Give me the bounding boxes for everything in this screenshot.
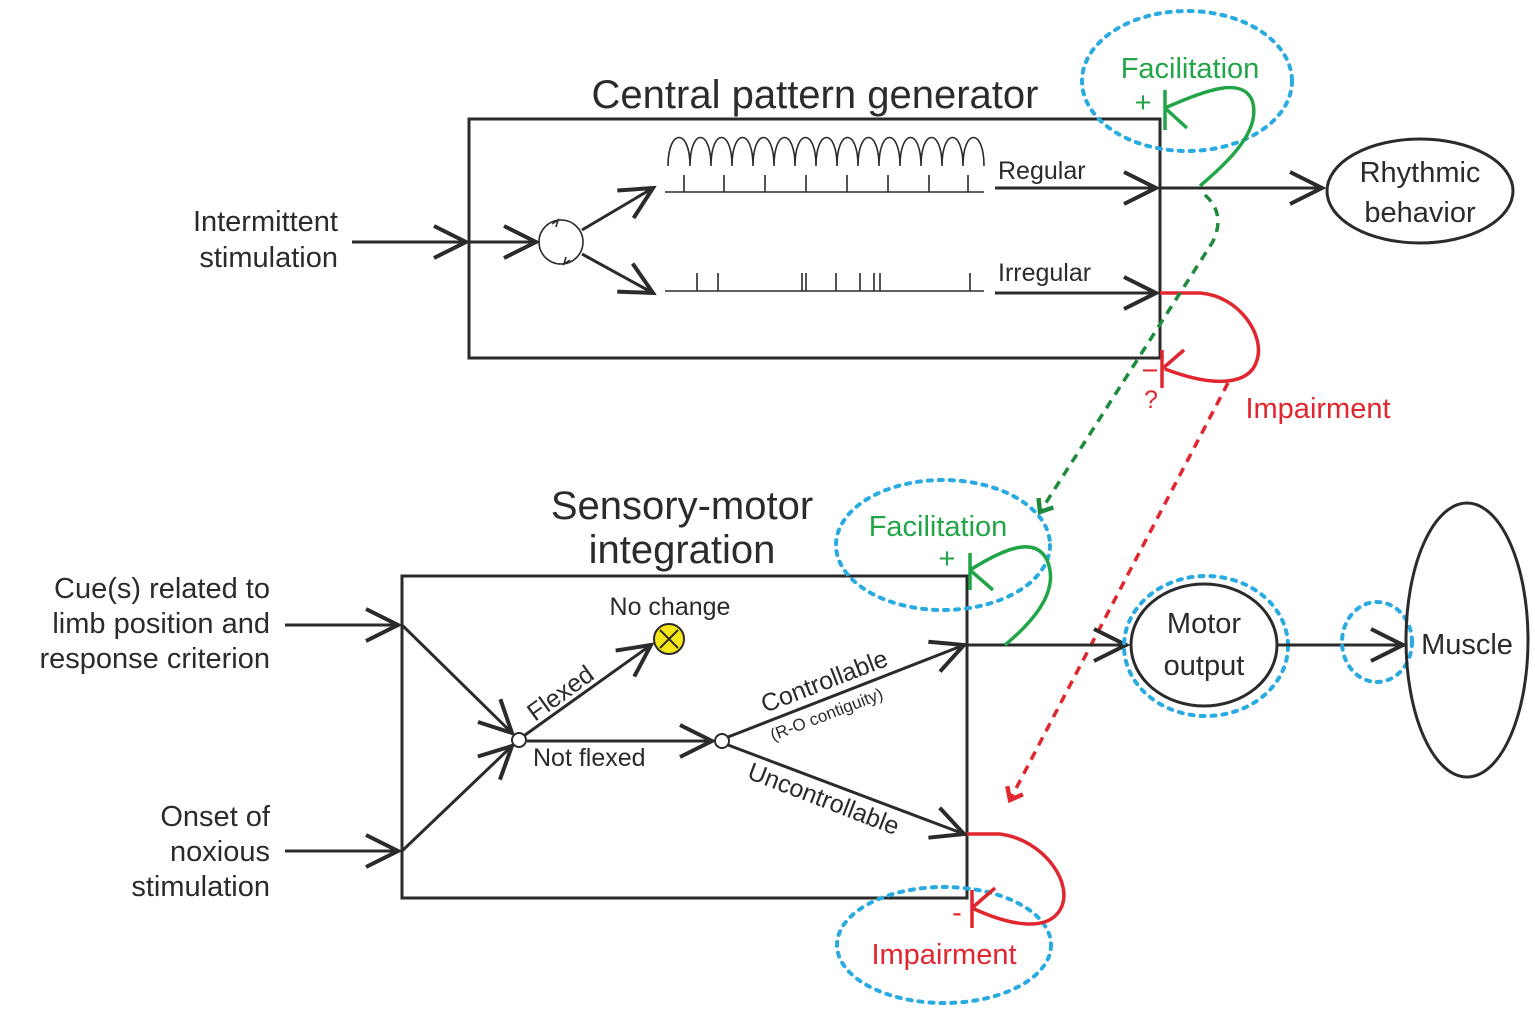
smi-plus-sign: + [939, 543, 956, 575]
cpg-question-mark: ? [1144, 386, 1158, 414]
cpg-impairment-curve [1160, 291, 1261, 384]
flexed-arrow [524, 645, 651, 737]
muscle-node: Muscle [1340, 501, 1530, 779]
cpg-input-label-line1: Intermittent [193, 206, 338, 238]
muscle-ellipse [1404, 501, 1530, 779]
smi-impairment-curve [967, 832, 1066, 926]
onset-line3: stimulation [131, 871, 270, 903]
cpg-facilitation-terminal [1163, 90, 1189, 130]
cpg-impairment-terminal [1160, 348, 1186, 388]
cue-line1: Cue(s) related to [54, 573, 270, 605]
regular-spikes [683, 175, 969, 192]
decision-node-1 [511, 732, 527, 748]
motor-line2: output [1164, 650, 1245, 682]
decision-node-2 [714, 733, 730, 749]
smi-facilitation-ring [834, 478, 1052, 612]
smi-facilitation-curve [969, 545, 1053, 647]
smi-facilitation-terminal [968, 553, 995, 592]
motor-ellipse [1129, 582, 1279, 708]
oscillator-arrows-icon [551, 218, 571, 266]
muscle-junction-ring [1340, 600, 1414, 684]
smi-title-line2: integration [589, 528, 776, 572]
cpg-plus-sign: + [1135, 87, 1152, 119]
cpg-box [467, 117, 1162, 360]
uncontrollable-label: Uncontrollable [744, 757, 903, 840]
smi-impairment-loop: - Impairment [835, 832, 1066, 1005]
cpg-impairment-loop: − ? Impairment [1142, 291, 1391, 425]
cue-line3: response criterion [40, 643, 271, 675]
branch-irregular-arrow [581, 252, 653, 293]
smi-impairment-label: Impairment [871, 939, 1016, 971]
rhythmic-line2: behavior [1364, 197, 1476, 229]
smi-impairment-terminal [970, 886, 997, 928]
cpg-minus-sign: − [1142, 355, 1159, 387]
cpg-impairment-label: Impairment [1245, 393, 1390, 425]
motor-ring [1122, 574, 1290, 718]
smi-box [400, 574, 969, 900]
oscillator-icon [538, 219, 584, 265]
motor-line1: Motor [1167, 608, 1241, 640]
smi-minus-sign: - [952, 897, 962, 929]
not-flexed-label: Not flexed [533, 744, 646, 772]
cue-to-node-arrow [400, 623, 512, 733]
onset-line2: noxious [170, 836, 270, 868]
cpg-section: Central pattern generator Intermittent s… [193, 73, 1322, 360]
irregular-spikes [696, 273, 971, 291]
no-change-cross-icon [659, 629, 679, 649]
cpg-input-label-line2: stimulation [199, 242, 338, 274]
smi-impairment-ring [835, 885, 1053, 1005]
onset-to-node-arrow [400, 746, 512, 853]
smi-section: Sensory-motor integration Cue(s) related… [40, 484, 1127, 903]
green-dashed-arrow [1036, 193, 1220, 515]
controllable-arrow [727, 645, 964, 739]
rhythmic-ellipse [1325, 137, 1515, 245]
motor-output-node: Motor output [1122, 574, 1290, 718]
flexed-label: Flexed [522, 660, 599, 727]
branch-regular-arrow [581, 188, 653, 232]
cpg-facilitation-ring [1080, 9, 1294, 153]
regular-oscillation-wave [667, 136, 985, 167]
cpg-title: Central pattern generator [592, 73, 1039, 117]
red-dashed-arrow [1005, 382, 1230, 804]
muscle-label: Muscle [1421, 629, 1513, 661]
uncontrollable-arrow [727, 743, 964, 834]
onset-line1: Onset of [160, 801, 271, 833]
cpg-facilitation-loop: Facilitation + [1080, 9, 1294, 188]
rhythmic-behavior-node: Rhythmic behavior [1325, 137, 1515, 245]
irregular-label: Irregular [998, 259, 1091, 287]
smi-title-line1: Sensory-motor [551, 484, 813, 528]
regular-label: Regular [998, 157, 1086, 185]
cpg-facilitation-label: Facilitation [1121, 53, 1260, 85]
dashed-connectors [1005, 193, 1230, 804]
smi-facilitation-loop: Facilitation + [834, 478, 1053, 647]
cue-line2: limb position and [52, 608, 270, 640]
smi-facilitation-label: Facilitation [869, 511, 1008, 543]
rhythmic-line1: Rhythmic [1360, 157, 1481, 189]
cpg-facilitation-curve [1164, 85, 1256, 188]
no-change-label: No change [610, 593, 731, 621]
